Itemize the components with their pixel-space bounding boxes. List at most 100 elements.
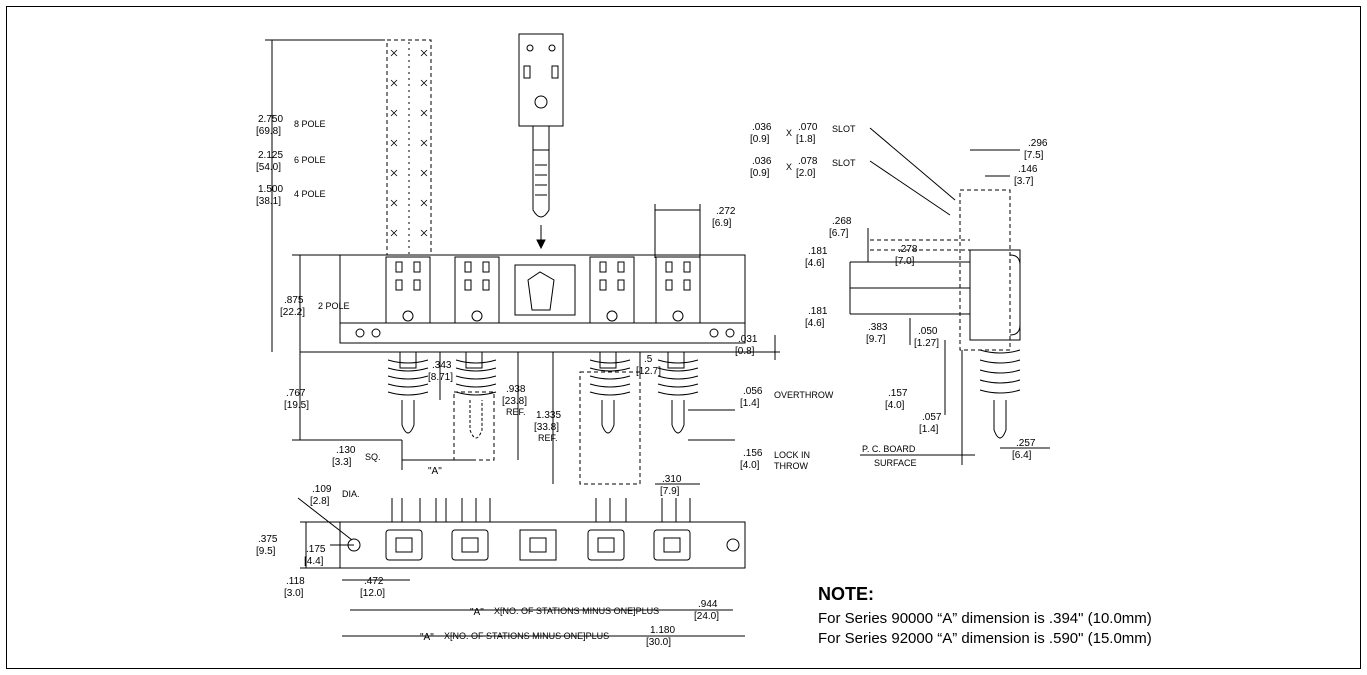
dim-050-in: .050 xyxy=(918,326,938,337)
dim-156-in: .156 xyxy=(743,448,763,459)
side-plunger xyxy=(979,349,1021,439)
side-view xyxy=(849,127,1050,465)
dim-118-in: .118 xyxy=(286,576,305,587)
dim-296-mm: [7.5] xyxy=(1024,150,1044,161)
slot2-note: SLOT xyxy=(832,158,856,168)
slot1-x: X xyxy=(786,128,792,138)
side-pins xyxy=(850,239,970,315)
plungers xyxy=(387,351,699,485)
drawing-frame xyxy=(6,6,1361,669)
dim-2750-in: 2.750 xyxy=(258,114,283,125)
formula1-mm: [24.0] xyxy=(694,611,719,622)
bottom-hole-right xyxy=(726,538,740,552)
dim-6pole-label: 6 POLE xyxy=(294,155,326,165)
slot1-note: SLOT xyxy=(832,124,856,134)
dim-156-note1: LOCK IN xyxy=(774,450,810,460)
dim-938-ref: REF. xyxy=(506,407,526,417)
slot1-a-mm: [0.9] xyxy=(750,134,770,145)
formula1-in: .944 xyxy=(698,599,718,610)
dim-056-note: OVERTHROW xyxy=(774,390,834,400)
dim-268-in: .268 xyxy=(832,216,852,227)
note-title: NOTE: xyxy=(818,584,874,604)
slot1-b-mm: [1.8] xyxy=(796,134,816,145)
latch-piece xyxy=(527,271,555,311)
dim-296-in: .296 xyxy=(1028,138,1048,149)
dim-050-mm: [1.27] xyxy=(914,338,939,349)
dim-157-mm: [4.0] xyxy=(885,400,905,411)
dim-057-in: .057 xyxy=(922,412,942,423)
dim-383-in: .383 xyxy=(868,322,888,333)
slot2-a-in: .036 xyxy=(752,156,772,167)
dim-343-in: .343 xyxy=(432,360,452,371)
formula2-mm: [30.0] xyxy=(646,637,671,648)
dim-156-note2: THROW xyxy=(774,461,808,471)
dim-118-mm: [3.0] xyxy=(284,588,304,599)
dim-1335-ref: REF. xyxy=(538,433,558,443)
dim-272-mm: [6.9] xyxy=(712,218,732,229)
dim-310-in: .310 xyxy=(662,474,682,485)
dim-109-dia: DIA. xyxy=(342,489,360,499)
mount-hole-right xyxy=(709,328,719,338)
dim-268-mm: [6.7] xyxy=(829,228,849,239)
mount-hole-right-2 xyxy=(725,328,735,338)
side-dim-lines xyxy=(849,127,1050,465)
latch-window xyxy=(514,264,576,316)
dim-2750-mm: [69.8] xyxy=(256,126,281,137)
dim-5-mm: [12.7] xyxy=(636,366,661,377)
dim-157-in: .157 xyxy=(888,388,908,399)
dim-375-mm: [9.5] xyxy=(256,546,276,557)
mount-hole-left xyxy=(355,328,365,338)
slot1-b-in: .070 xyxy=(798,122,818,133)
note-block: NOTE: For Series 90000 “A” dimension is … xyxy=(818,584,1338,649)
dim-767-in: .767 xyxy=(286,388,306,399)
dim-875-in: .875 xyxy=(284,295,304,306)
front-dim-lines xyxy=(265,39,776,485)
dim-8pole-label: 8 POLE xyxy=(294,119,326,129)
formula2-in: 1.180 xyxy=(650,625,675,636)
slot2-a-mm: [0.9] xyxy=(750,168,770,179)
housing-hatch xyxy=(390,49,428,237)
dim-5-in: .5 xyxy=(644,354,653,365)
dim-2pole-label: 2 POLE xyxy=(318,301,350,311)
dim-056-mm: [1.4] xyxy=(740,398,760,409)
dim-181a-mm: [4.6] xyxy=(805,258,825,269)
dim-278-in: .278 xyxy=(898,244,918,255)
formula2-a: "A" xyxy=(420,632,434,643)
dim-181a-in: .181 xyxy=(808,246,828,257)
dim-109-mm: [2.8] xyxy=(310,496,330,507)
bottom-pins xyxy=(391,498,691,522)
mount-hole-left-2 xyxy=(371,328,381,338)
slot1-a-in: .036 xyxy=(752,122,772,133)
dim-257-mm: [6.4] xyxy=(1012,450,1032,461)
dim-310-mm: [7.9] xyxy=(660,486,680,497)
slot2-b-in: .078 xyxy=(798,156,818,167)
pcb-label: P. C. BOARD xyxy=(862,444,916,454)
dim-875-mm: [22.2] xyxy=(280,307,305,318)
dim-383-mm: [9.7] xyxy=(866,334,886,345)
dim-938-mm: [23.8] xyxy=(502,396,527,407)
dim-130-sq: SQ. xyxy=(365,452,381,462)
bottom-view xyxy=(297,497,746,637)
dim-938-in: .938 xyxy=(506,384,526,395)
dim-146-mm: [3.7] xyxy=(1014,176,1034,187)
dim-130-mm: [3.3] xyxy=(332,457,352,468)
pcb-surface-label: SURFACE xyxy=(874,458,917,468)
side-housing-dashed xyxy=(959,189,1011,351)
front-mounting-rail xyxy=(339,322,746,344)
dim-130-in: .130 xyxy=(336,445,356,456)
dim-4pole-label: 4 POLE xyxy=(294,189,326,199)
dim-175-in: .175 xyxy=(306,544,326,555)
dim-1500-mm: [38.1] xyxy=(256,196,281,207)
formula2-text: X[NO. OF STATIONS MINUS ONE]PLUS xyxy=(444,631,609,641)
dim-343-mm: [8.71] xyxy=(428,372,453,383)
dim-767-mm: [19.5] xyxy=(284,400,309,411)
side-housing xyxy=(969,249,1021,341)
dim-146-in: .146 xyxy=(1018,164,1038,175)
note-line-90000: For Series 90000 “A” dimension is .394" … xyxy=(818,610,1152,627)
dim-057-mm: [1.4] xyxy=(919,424,939,435)
slot2-b-mm: [2.0] xyxy=(796,168,816,179)
dim-031-mm: [0.8] xyxy=(735,346,755,357)
formula1-text: X[NO. OF STATIONS MINUS ONE]PLUS xyxy=(494,606,659,616)
dim-272-in: .272 xyxy=(716,206,736,217)
